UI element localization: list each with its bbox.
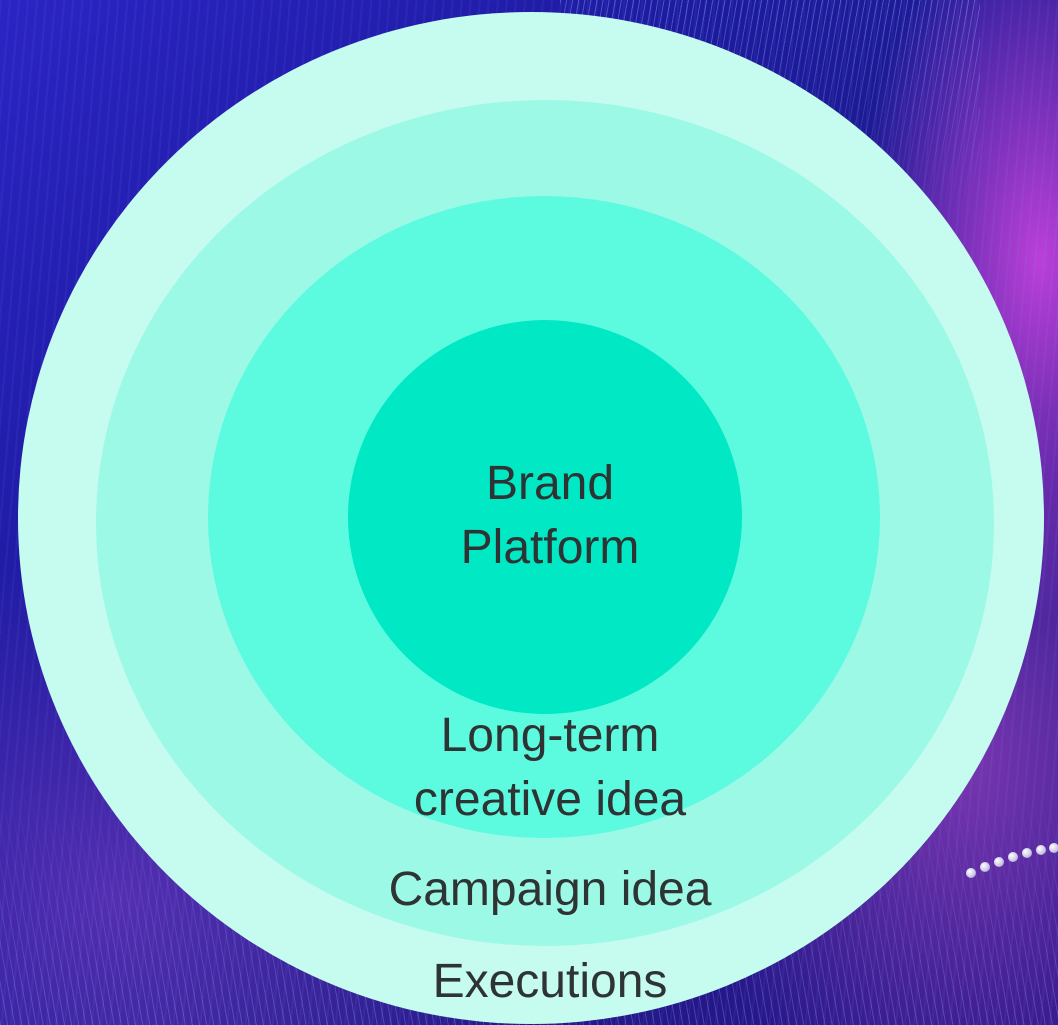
pearl-bead bbox=[966, 868, 976, 878]
label-line: creative idea bbox=[413, 773, 687, 826]
pearl-bead bbox=[1022, 848, 1032, 858]
campaign-idea-label: Campaign idea bbox=[330, 858, 770, 922]
label-line: Campaign idea bbox=[388, 863, 712, 916]
pearl-bead bbox=[1036, 845, 1046, 855]
brand-platform-label: Brand Platform bbox=[400, 452, 700, 580]
label-line: Executions bbox=[432, 955, 668, 1008]
pearl-necklace-decoration bbox=[960, 840, 1058, 880]
ring-brand-platform bbox=[348, 320, 742, 714]
pearl-bead bbox=[980, 862, 990, 872]
executions-label: Executions bbox=[370, 950, 730, 1014]
pearl-bead bbox=[1008, 852, 1018, 862]
long-term-creative-idea-label: Long-term creative idea bbox=[350, 704, 750, 832]
pearl-bead bbox=[1049, 843, 1058, 853]
label-line: Long-term bbox=[440, 709, 660, 762]
pearl-bead bbox=[994, 857, 1004, 867]
label-line: Brand bbox=[485, 457, 615, 510]
label-line: Platform bbox=[460, 521, 640, 574]
